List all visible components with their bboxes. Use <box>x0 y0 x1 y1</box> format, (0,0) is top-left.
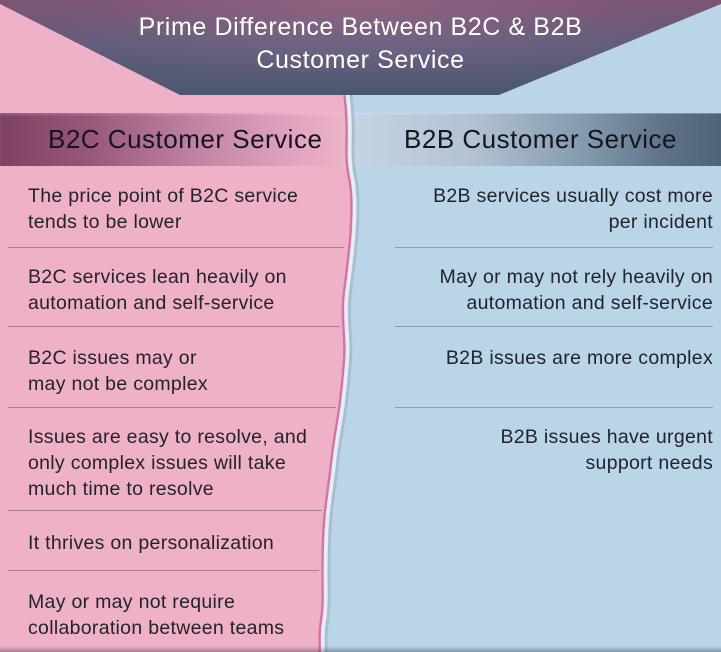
b2c-row-complexity: B2C issues may or may not be complex <box>28 347 208 395</box>
b2b-row-complexity: B2B issues are more complex <box>445 347 713 369</box>
row-divider <box>8 407 336 408</box>
b2c-row-resolution: Issues are easy to resolve, and only com… <box>28 426 308 500</box>
main-title: Prime Difference Between B2C & B2B Custo… <box>0 11 721 77</box>
b2c-row-price: The price point of B2C service tends to … <box>28 185 299 233</box>
row-divider <box>395 247 713 248</box>
row-divider <box>8 247 344 248</box>
main-title-line-2: Customer Service <box>256 46 465 74</box>
b2c-row-personalization: It thrives on personalization <box>28 532 275 554</box>
main-title-line-1: Prime Difference Between B2C & B2B <box>138 13 583 41</box>
b2c-row-collaboration: May or may not require collaboration bet… <box>28 591 285 639</box>
b2b-column-title: B2B Customer Service <box>404 124 677 154</box>
b2c-header-band: B2C Customer Service <box>0 113 343 166</box>
row-divider <box>395 326 713 327</box>
b2c-column-title: B2C Customer Service <box>48 124 323 154</box>
row-divider <box>8 326 340 327</box>
b2b-row-automation: May or may not rely heavily on automatio… <box>439 266 713 314</box>
b2b-header-band: B2B Customer Service <box>340 113 721 166</box>
b2c-row-automation: B2C services lean heavily on automation … <box>28 266 287 314</box>
row-divider <box>8 510 322 511</box>
row-divider <box>8 570 319 571</box>
b2b-row-price: B2B services usually cost more per incid… <box>433 185 713 233</box>
row-divider <box>395 407 713 408</box>
bottom-edge-shadow <box>0 646 721 652</box>
b2b-row-urgency: B2B issues have urgent support needs <box>500 426 713 474</box>
